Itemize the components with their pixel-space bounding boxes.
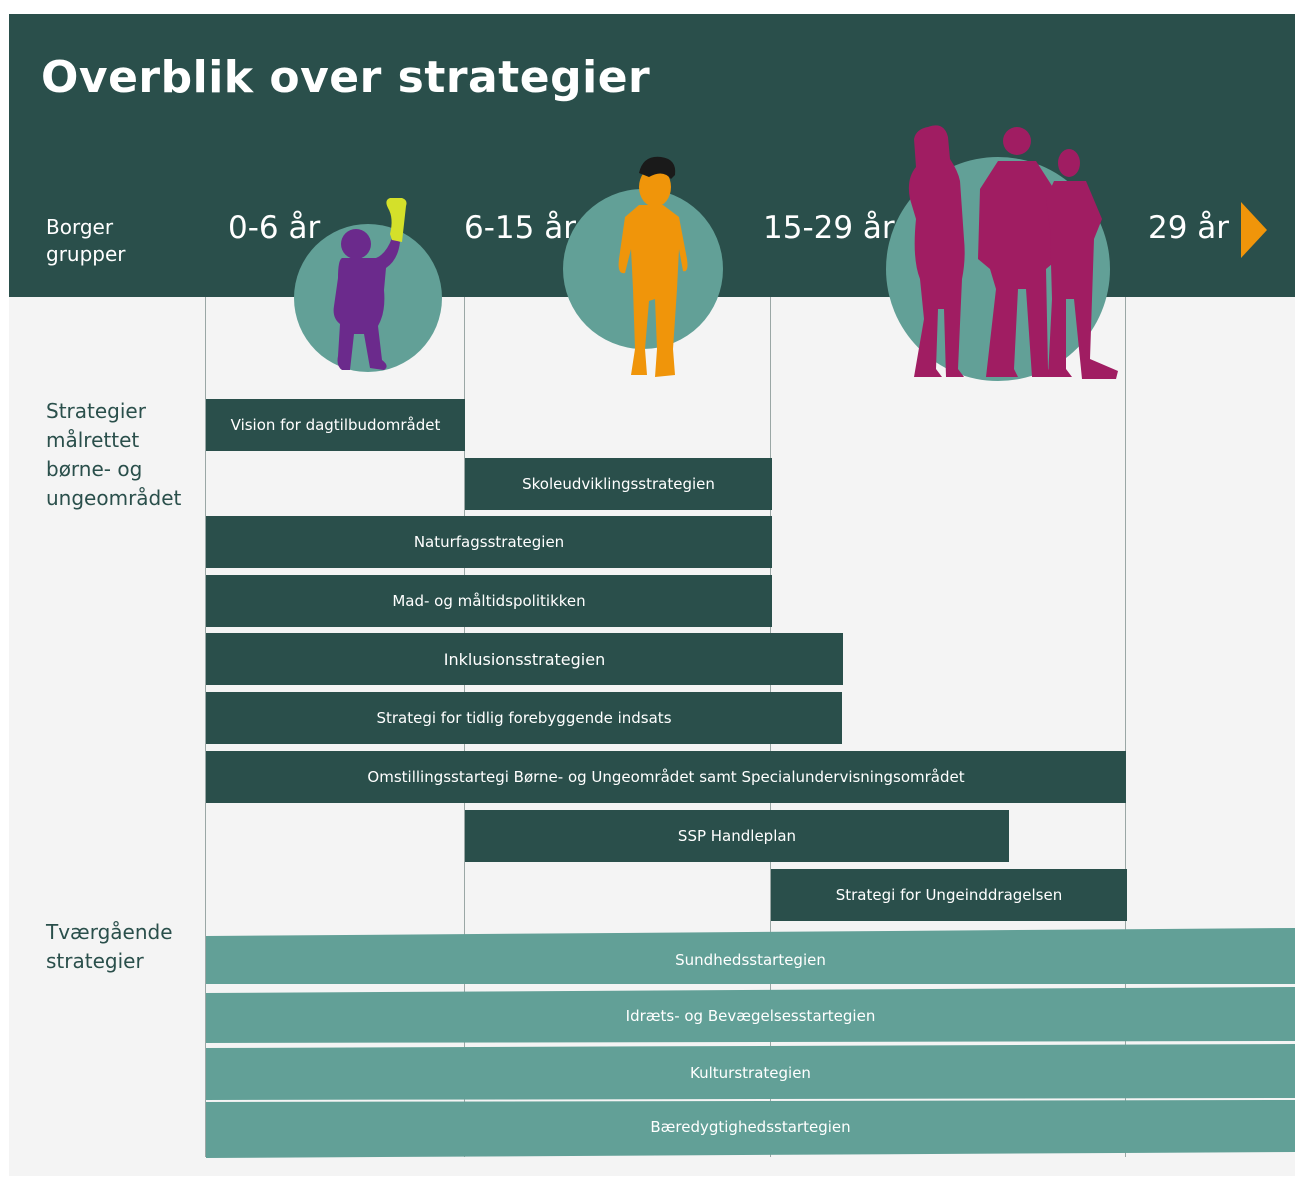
strategy-bar: Strategi for Ungeinddragelsen [771, 869, 1127, 921]
strategy-bar: Sundhedsstartegien [206, 928, 1295, 984]
strategy-bar: Inklusionsstrategien [206, 633, 843, 685]
child-figure-icon [563, 156, 723, 377]
strategy-bar: Strategi for tidlig forebyggende indsats [206, 692, 842, 744]
arrow-right-icon [1241, 202, 1267, 258]
strategy-bar: Mad- og måltidspolitikken [206, 575, 772, 627]
cross-cutting-strategies-heading: Tværgående strategier [46, 920, 173, 973]
strategy-bar: Kulturstrategien [206, 1044, 1295, 1100]
strategy-bar: Bæredygtighedsstartegien [206, 1100, 1295, 1158]
strategy-bar: Vision for dagtilbudområdet [206, 399, 465, 451]
strategy-bar: SSP Handleplan [465, 810, 1009, 862]
age-divider [1125, 297, 1126, 1157]
age-group-0-6: 0-6 år [228, 210, 321, 246]
strategy-bar: Skoleudviklingsstrategien [465, 458, 772, 510]
strategy-bar: Omstillingsstartegi Børne- og Ungeområde… [206, 751, 1126, 803]
age-group-15-29: 15-29 år [763, 210, 895, 246]
citizen-groups-label: Borger grupper [46, 215, 126, 266]
toddler-figure-icon [294, 198, 442, 372]
targeted-strategies-heading: Strategier målrettet børne- og ungeområd… [46, 399, 182, 510]
strategy-overview-diagram: Overblik over strategier Borger g [9, 14, 1295, 1176]
strategy-bar: Naturfagsstrategien [206, 516, 772, 568]
page-title: Overblik over strategier [41, 52, 651, 103]
youth-group-icon [886, 125, 1118, 381]
age-group-29-plus: 29 år [1148, 210, 1230, 246]
age-divider [205, 297, 206, 1157]
age-group-6-15: 6-15 år [464, 210, 576, 246]
strategy-bar: Idræts- og Bevægelsesstartegien [206, 987, 1295, 1043]
